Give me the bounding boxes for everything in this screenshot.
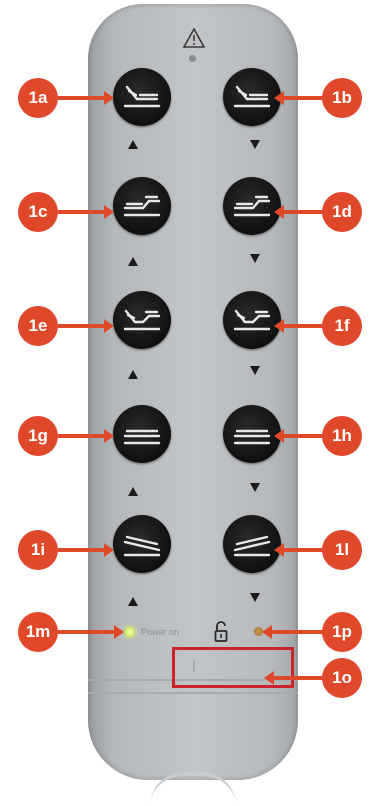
head-foot-up-button[interactable]	[113, 291, 171, 349]
warning-triangle-icon	[183, 28, 205, 48]
up-arrow-icon	[128, 370, 138, 379]
head-down-icon	[233, 85, 271, 108]
torch-mark	[193, 660, 195, 672]
foot-down-button[interactable]	[223, 177, 281, 235]
lock-led	[254, 627, 263, 636]
callout-line-1e	[58, 319, 114, 333]
head-foot-down-button[interactable]	[223, 291, 281, 349]
callout-1g: 1g	[18, 416, 58, 456]
flat-up-button[interactable]	[113, 405, 171, 463]
callout-line-1i	[58, 543, 114, 557]
tilt-up-icon	[123, 535, 161, 557]
head-down-button[interactable]	[223, 68, 281, 126]
callout-line-1p	[262, 625, 324, 639]
highlight-box	[172, 647, 294, 688]
head-up-button[interactable]	[113, 68, 171, 126]
down-arrow-icon	[250, 366, 260, 375]
callout-line-1d	[274, 205, 324, 219]
head-foot-down-icon	[233, 309, 271, 331]
flat-down-button[interactable]	[223, 405, 281, 463]
flat-up-icon	[123, 429, 161, 445]
up-arrow-icon	[128, 597, 138, 606]
callout-1l: 1l	[322, 530, 362, 570]
head-foot-up-icon	[123, 309, 161, 331]
remote-seam	[88, 679, 298, 681]
unlock-icon	[214, 621, 228, 642]
callout-1o: 1o	[322, 658, 362, 698]
down-arrow-icon	[250, 254, 260, 263]
callout-1h: 1h	[322, 416, 362, 456]
callout-line-1c	[58, 205, 114, 219]
callout-1c: 1c	[18, 192, 58, 232]
head-up-icon	[123, 85, 161, 108]
callout-1e: 1e	[18, 306, 58, 346]
up-arrow-icon	[128, 140, 138, 149]
foot-up-button[interactable]	[113, 177, 171, 235]
tilt-down-button[interactable]	[223, 515, 281, 573]
power-led	[125, 627, 135, 637]
remote-seam	[88, 692, 298, 694]
callout-1i: 1i	[18, 530, 58, 570]
down-arrow-icon	[250, 483, 260, 492]
callout-line-1b	[274, 91, 324, 105]
callout-line-1h	[274, 429, 324, 443]
callout-1b: 1b	[322, 78, 362, 118]
tilt-down-icon	[233, 535, 271, 557]
bed-remote-control	[88, 4, 298, 780]
callout-1m: 1m	[18, 612, 58, 652]
down-arrow-icon	[250, 593, 260, 602]
foot-down-icon	[233, 195, 271, 217]
flat-down-icon	[233, 429, 271, 445]
power-on-label: Power on	[141, 627, 180, 637]
callout-line-1o	[264, 671, 324, 685]
tilt-up-button[interactable]	[113, 515, 171, 573]
callout-line-1m	[58, 625, 124, 639]
remote-cable	[150, 772, 236, 806]
ir-sensor	[189, 55, 196, 62]
callout-1d: 1d	[322, 192, 362, 232]
up-arrow-icon	[128, 487, 138, 496]
down-arrow-icon	[250, 140, 260, 149]
callout-1f: 1f	[322, 306, 362, 346]
callout-1a: 1a	[18, 78, 58, 118]
callout-line-1a	[58, 91, 114, 105]
callout-line-1l	[274, 543, 324, 557]
up-arrow-icon	[128, 257, 138, 266]
foot-up-icon	[123, 195, 161, 217]
callout-1p: 1p	[322, 612, 362, 652]
callout-line-1g	[58, 429, 114, 443]
callout-line-1f	[274, 319, 324, 333]
